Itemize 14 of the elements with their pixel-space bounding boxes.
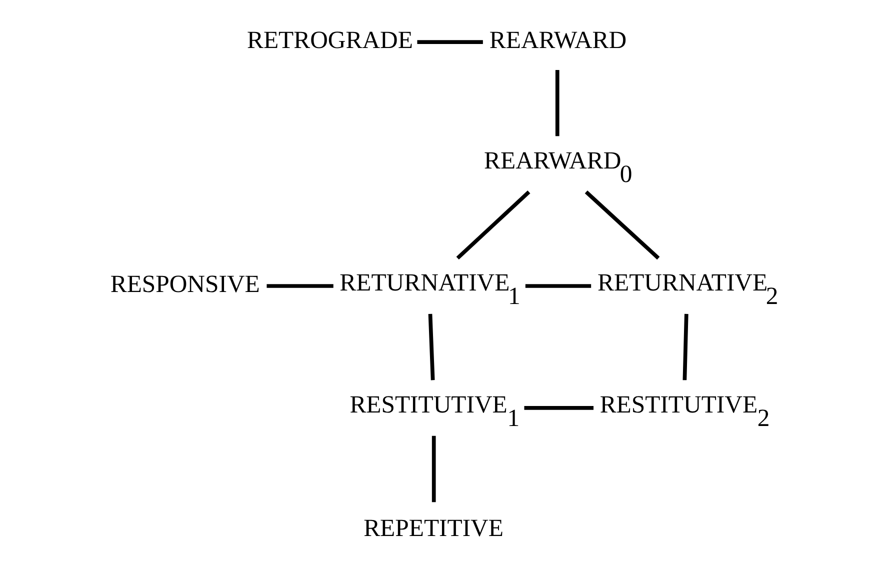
connector — [554, 70, 559, 136]
node-text: RESPONSIVE — [110, 270, 260, 298]
node-text: REPETITIVE — [363, 514, 503, 542]
connector — [431, 436, 436, 502]
connector — [266, 284, 333, 288]
connector — [524, 284, 591, 288]
connector — [584, 190, 660, 260]
connector — [428, 314, 434, 380]
connector — [682, 314, 688, 380]
node-text: REARWARD — [488, 26, 626, 54]
node-text: RETROGRADE — [246, 26, 412, 54]
connector — [524, 406, 594, 410]
connector — [416, 40, 482, 44]
connector — [456, 190, 530, 260]
